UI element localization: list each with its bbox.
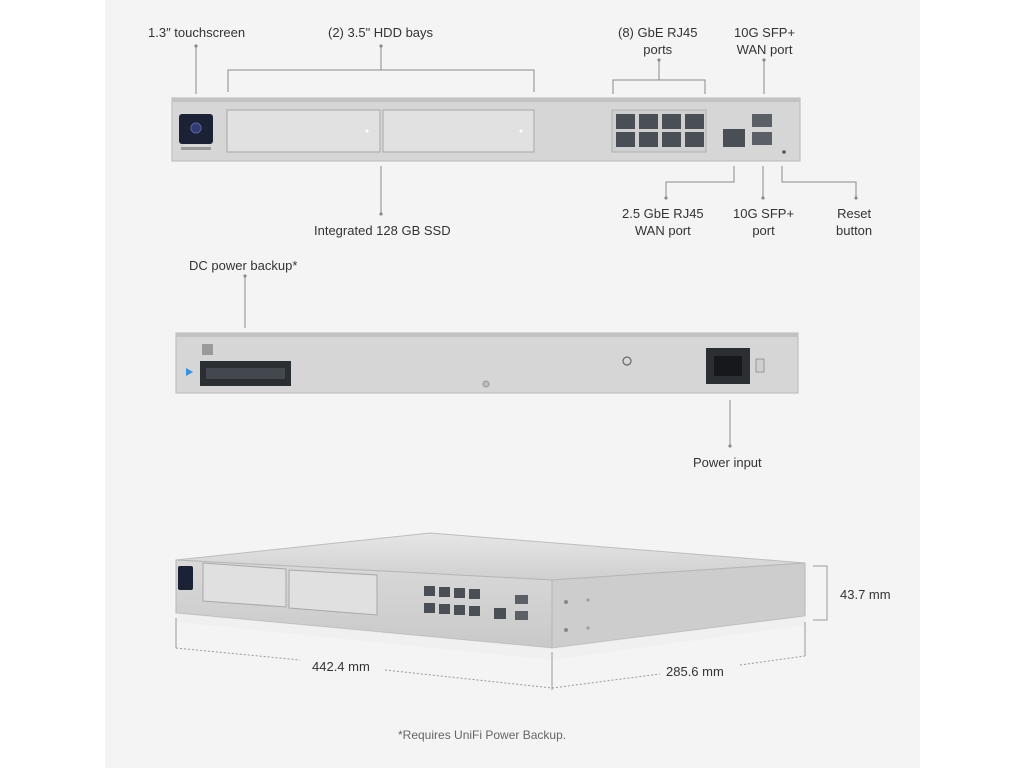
gbe-port-block [611, 109, 707, 153]
label-sfp-port: 10G SFP+ port [733, 206, 795, 238]
label-dc-backup: DC power backup* [189, 258, 298, 273]
label-sfp-wan: 10G SFP+ WAN port [734, 25, 796, 57]
dc-backup-connector [186, 361, 291, 386]
dim-width: 442.4 mm [312, 659, 370, 674]
hdd-bays [226, 109, 535, 153]
label-gbe-ports: (8) GbE RJ45 ports [618, 25, 698, 57]
wan-port-block [723, 114, 786, 154]
ac-inlet [706, 348, 765, 384]
dim-depth: 285.6 mm [666, 664, 724, 679]
label-power-input: Power input [693, 455, 762, 470]
perspective-view [175, 532, 806, 660]
front-view [171, 97, 801, 162]
footnote: *Requires UniFi Power Backup. [398, 728, 567, 742]
label-hdd-bays: (2) 3.5" HDD bays [328, 25, 434, 40]
callout-dots [194, 44, 858, 448]
label-touchscreen: 1.3″ touchscreen [148, 25, 246, 40]
dim-height: 43.7 mm [840, 587, 891, 602]
label-ssd: Integrated 128 GB SSD [314, 223, 451, 238]
touchscreen-module [179, 114, 213, 150]
label-rj45-wan: 2.5 GbE RJ45 WAN port [622, 206, 704, 238]
callout-lines [195, 46, 857, 446]
label-reset-button: Reset button [836, 206, 873, 238]
dimension-lines [175, 565, 828, 690]
rear-view [175, 332, 799, 394]
